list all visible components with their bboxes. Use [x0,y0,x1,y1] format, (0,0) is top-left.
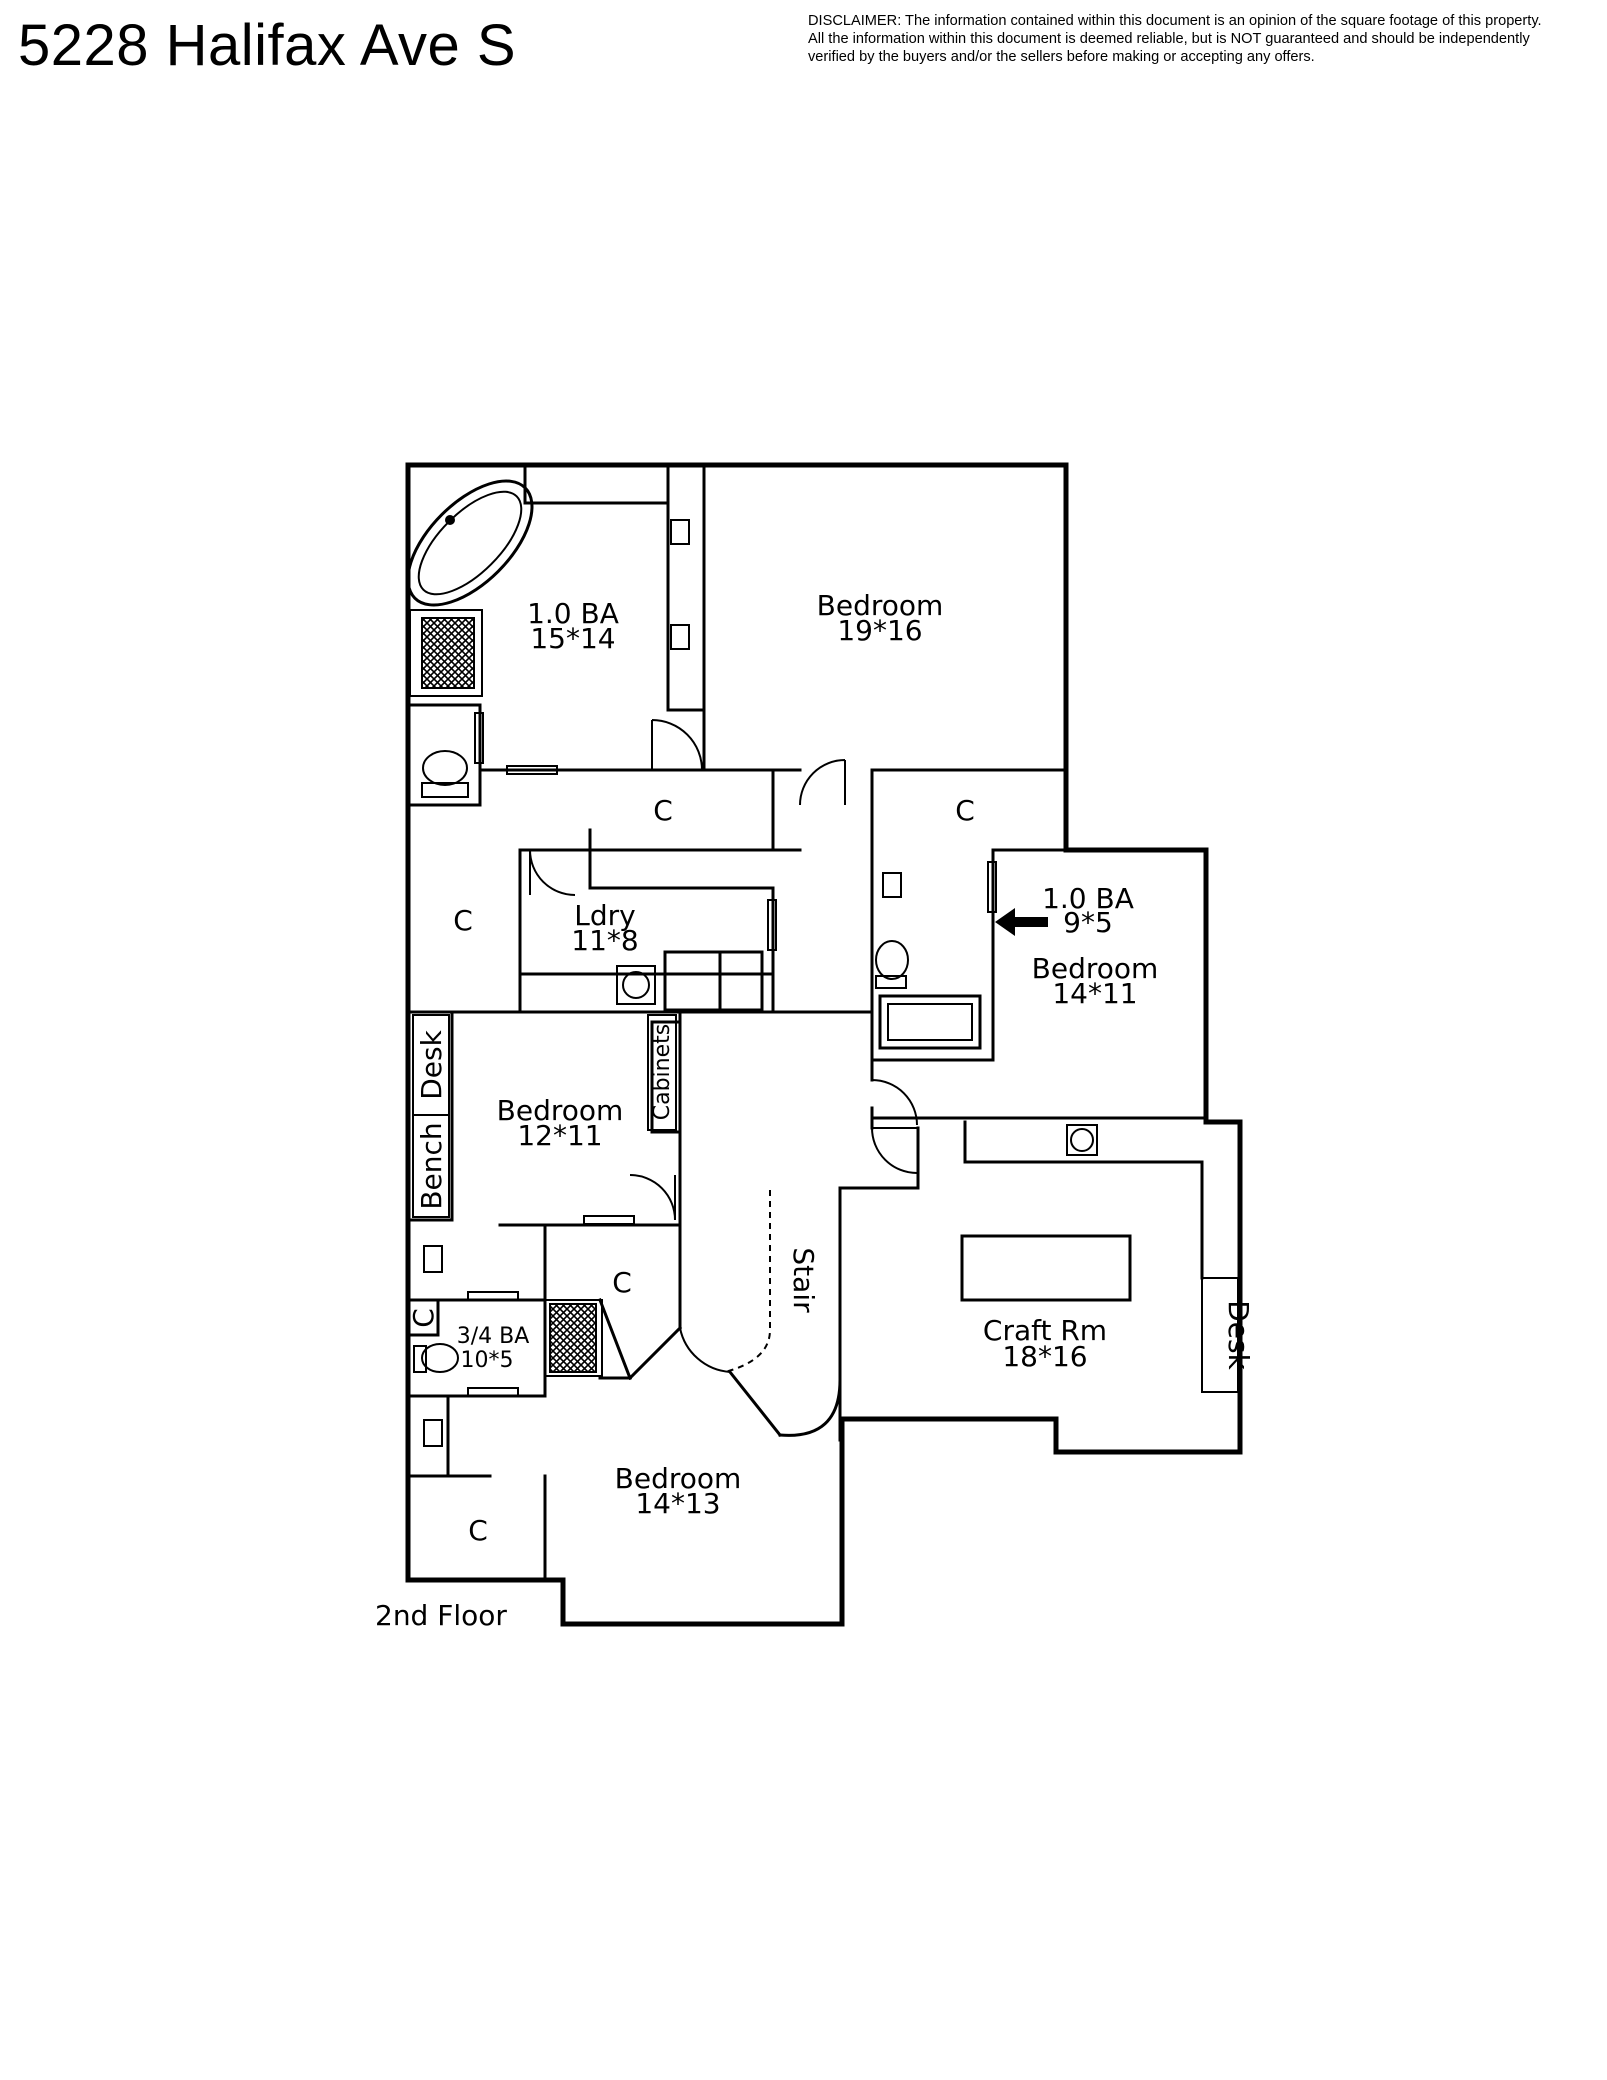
sink-icon [423,1245,443,1273]
room-size-craft-room: 18*16 [1002,1340,1087,1373]
label-desk-west: Desk [415,1029,448,1099]
bathtub-icon [406,479,534,607]
toilet-icon [875,940,909,989]
shower-icon [544,1299,603,1377]
room-size-bedroom-master: 19*16 [837,614,922,647]
stair-graphic [678,1010,842,1442]
room-name-closet-d: C [612,1266,632,1299]
disclaimer-line-2: All the information within this document… [808,31,1530,47]
sink-icon [670,624,690,650]
toilet-icon [421,750,469,798]
property-address-title: 5228 Halifax Ave S [18,13,517,78]
room-name-bedroom-south: Bedroom [615,1462,742,1495]
room-size-bedroom-east: 14*11 [1052,977,1137,1010]
sink-icon [423,1419,443,1447]
sink-icon [1066,1124,1098,1156]
room-name-closet-f: C [468,1514,488,1547]
room-name-bedroom-west: Bedroom [497,1094,624,1127]
room-name-craft-room: Craft Rm [983,1314,1107,1347]
interior-walls [406,465,1208,1582]
room-name-laundry: Ldry [574,899,635,932]
label-stair: Stair [787,1247,820,1313]
room-name-closet-a: C [653,794,673,827]
room-name-closet-b: C [955,794,975,827]
doors [529,719,918,1373]
room-size-bath-main: 15*14 [530,622,615,655]
washer-icon [663,950,722,1012]
craft-table-icon [960,1234,1132,1302]
room-size-bedroom-south: 14*13 [635,1487,720,1520]
label-cabinets: Cabinets [650,1024,675,1121]
disclaimer-text: DISCLAIMER: The information contained wi… [808,12,1598,66]
disclaimer-line-3: verified by the buyers and/or the seller… [808,49,1315,65]
cabinets-strip [647,1014,677,1131]
sink-icon [882,872,902,898]
shower-icon [409,609,483,697]
sliding-doors [467,712,997,1397]
room-name-bath-east: 1.0 BA [1042,882,1134,915]
room-name-closet-c: C [453,904,473,937]
room-name-bath-main: 1.0 BA [527,597,619,630]
room-labels: 1.0 BA 15*14 Bedroom 19*16 C C C Ldry 11… [375,589,1255,1632]
bathtub-icon [878,994,982,1050]
floor-label: 2nd Floor [375,1599,507,1632]
fixtures [406,479,1239,1447]
room-size-bedroom-west: 12*11 [517,1119,602,1152]
toilet-icon [413,1343,459,1373]
desk-strip-east [1201,1277,1239,1393]
room-name-bedroom-east: Bedroom [1032,952,1159,985]
room-size-laundry: 11*8 [571,924,638,957]
label-desk-east: Desk [1222,1300,1255,1370]
sink-icon [670,519,690,545]
room-name-bedroom-master: Bedroom [817,589,944,622]
disclaimer-line-1: DISCLAIMER: The information contained wi… [808,13,1542,29]
room-size-bath-east: 9*5 [1063,906,1113,939]
arrow-left-icon [995,908,1048,936]
room-name-closet-e: C [407,1308,440,1328]
dryer-icon [718,950,764,1012]
label-bench: Bench [415,1122,448,1209]
bench-strip [412,1114,450,1218]
room-size-bath-three-quarter: 10*5 [461,1348,514,1373]
laundry-sink-icon [622,971,650,999]
room-name-bath-three-quarter: 3/4 BA [457,1324,530,1349]
